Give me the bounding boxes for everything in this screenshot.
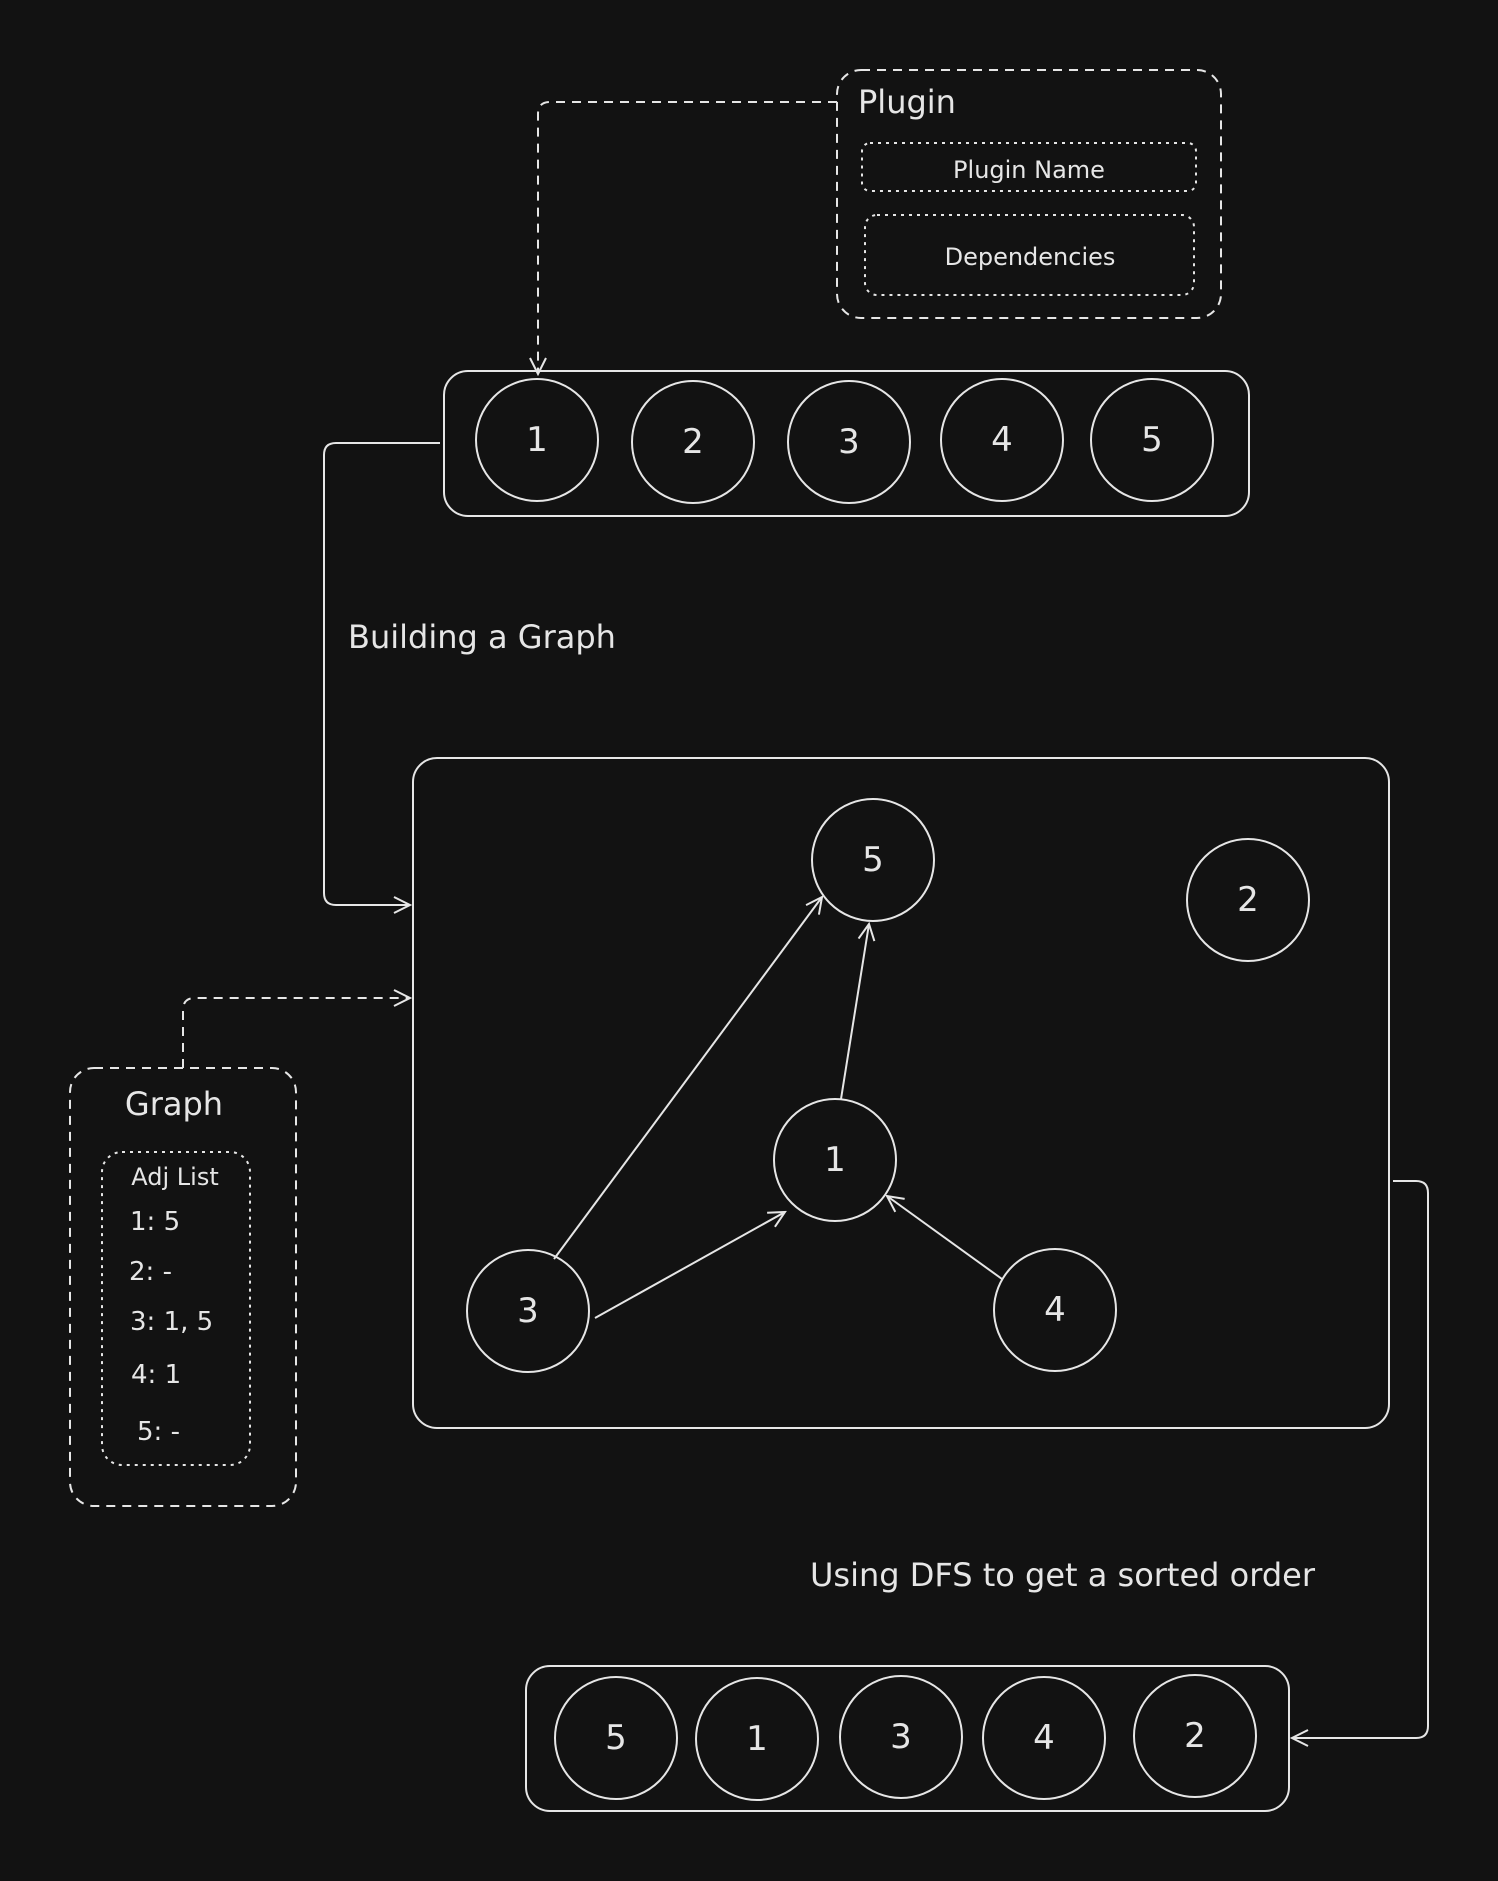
adj-list-title: Adj List	[131, 1163, 218, 1191]
input-node-3-label: 3	[838, 422, 860, 462]
adj-list-row: 2: -	[129, 1257, 172, 1287]
adj-list-row: 4: 1	[131, 1360, 181, 1390]
input-node-1: 1	[475, 378, 599, 502]
adj-list-row: 3: 1, 5	[130, 1307, 213, 1337]
plugin-dependencies-field: Dependencies	[945, 243, 1116, 271]
input-list-container	[443, 370, 1250, 517]
output-node-5: 5	[554, 1676, 678, 1800]
adj-list-rows: 1: 5 2: - 3: 1, 5 4: 1 5: -	[129, 1207, 213, 1447]
input-node-4-label: 4	[991, 420, 1013, 460]
graph-node-2-circle	[1186, 838, 1310, 962]
graph-edges	[553, 897, 1003, 1319]
output-node-3: 3	[839, 1675, 963, 1799]
output-node-2: 2	[1133, 1674, 1257, 1798]
input-list: 1 2 3 4 5	[475, 378, 1214, 504]
edge-3-to-5	[553, 897, 822, 1260]
edge-4-to-1	[887, 1196, 1003, 1280]
graph-node-1: 1	[773, 1098, 897, 1222]
legend-to-graph-arrow	[182, 998, 410, 1068]
graph-node-2-label: 2	[1237, 880, 1259, 920]
output-node-3-circle	[839, 1675, 963, 1799]
input-node-5: 5	[1090, 378, 1214, 502]
graph-node-4: 4	[993, 1248, 1117, 1372]
graph-node-5-circle	[811, 798, 935, 922]
graph-node-1-circle	[773, 1098, 897, 1222]
graph-node-5-label: 5	[862, 840, 884, 880]
input-to-graph-arrow	[323, 442, 440, 905]
output-node-1-circle	[695, 1677, 819, 1801]
edge-3-to-1	[594, 1212, 785, 1319]
graph-to-output-arrow	[1292, 1180, 1429, 1738]
adj-list-row: 5: -	[137, 1417, 180, 1447]
graph-legend-title: Graph	[125, 1085, 223, 1123]
output-node-2-circle	[1133, 1674, 1257, 1798]
input-node-1-label: 1	[526, 420, 548, 460]
adj-list-row: 1: 5	[130, 1207, 180, 1237]
input-node-3: 3	[787, 380, 911, 504]
input-node-4: 4	[940, 378, 1064, 502]
graph-nodes: 5 2 1 3 4	[466, 798, 1310, 1373]
output-node-3-label: 3	[890, 1717, 912, 1757]
graph-legend: Graph Adj List 1: 5 2: - 3: 1, 5 4: 1 5: -	[69, 998, 410, 1507]
input-node-2-circle	[631, 380, 755, 504]
output-node-4: 4	[982, 1676, 1106, 1800]
output-node-4-label: 4	[1033, 1718, 1055, 1758]
output-list: 5 1 3 4 2	[554, 1674, 1257, 1801]
input-node-1-circle	[475, 378, 599, 502]
graph-node-4-label: 4	[1044, 1290, 1066, 1330]
plugin-to-node-arrow	[538, 101, 837, 374]
graph-node-1-label: 1	[824, 1140, 846, 1180]
plugin-card: Plugin Plugin Name Dependencies	[836, 69, 1222, 319]
input-node-2: 2	[631, 380, 755, 504]
output-node-5-circle	[554, 1676, 678, 1800]
graph-node-2: 2	[1186, 838, 1310, 962]
graph-node-4-circle	[993, 1248, 1117, 1372]
input-node-4-circle	[940, 378, 1064, 502]
graph-node-5: 5	[811, 798, 935, 922]
graph-node-3: 3	[466, 1249, 590, 1373]
output-list-container	[525, 1665, 1290, 1812]
output-node-5-label: 5	[605, 1718, 627, 1758]
input-node-5-circle	[1090, 378, 1214, 502]
building-graph-label: Building a Graph	[348, 618, 616, 656]
output-node-1-label: 1	[746, 1719, 768, 1759]
output-node-4-circle	[982, 1676, 1106, 1800]
input-node-5-label: 5	[1141, 420, 1163, 460]
plugin-title: Plugin	[858, 83, 956, 121]
output-node-2-label: 2	[1184, 1716, 1206, 1756]
edge-1-to-5	[840, 924, 869, 1100]
input-node-3-circle	[787, 380, 911, 504]
graph-node-3-label: 3	[517, 1291, 539, 1331]
output-node-1: 1	[695, 1677, 819, 1801]
graph-container	[412, 757, 1390, 1429]
input-node-2-label: 2	[682, 422, 704, 462]
plugin-name-field: Plugin Name	[953, 156, 1105, 184]
graph-node-3-circle	[466, 1249, 590, 1373]
dfs-label: Using DFS to get a sorted order	[810, 1556, 1316, 1594]
